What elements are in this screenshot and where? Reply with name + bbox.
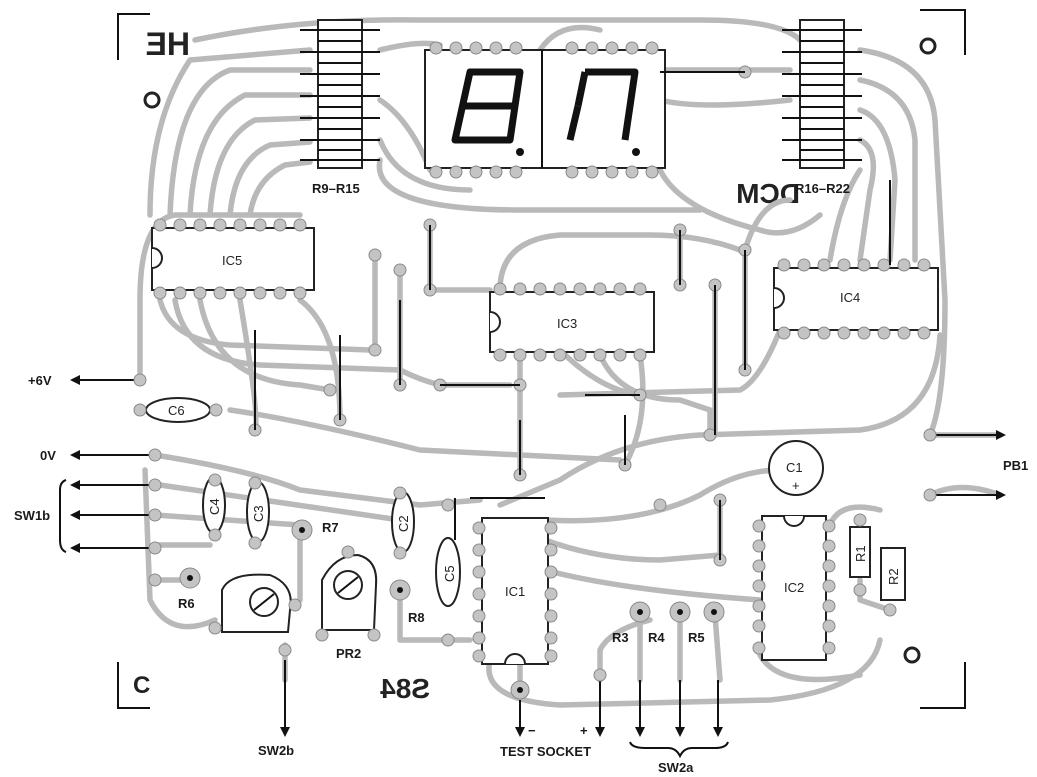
c3-label: C3 — [251, 505, 266, 522]
test-socket-label: TEST SOCKET — [500, 744, 591, 759]
ic3-label: IC3 — [557, 316, 577, 331]
ic2-label: IC2 — [784, 580, 804, 595]
board-mark-he: HE — [146, 26, 190, 62]
resistor-array-r9-r15: R9–R15 — [300, 19, 380, 196]
capacitor-c1: C1 + — [768, 440, 824, 496]
chip-ic1: IC1 — [472, 517, 558, 665]
resistor-pads — [179, 519, 725, 623]
board-mark-dcm: DCM — [736, 178, 800, 209]
pr2-label: PR2 — [336, 646, 361, 661]
seven-segment-display — [424, 41, 666, 179]
chip-ic4: IC4 — [773, 258, 939, 340]
r8-label: R8 — [408, 610, 425, 625]
connection-sw1b: SW1b — [14, 479, 155, 553]
sw2b-label: SW2b — [258, 743, 294, 758]
ic4-label: IC4 — [840, 290, 860, 305]
board-mark-c: C — [133, 672, 150, 699]
r2-label: R2 — [886, 568, 901, 585]
capacitor-c3: C3 — [246, 481, 270, 543]
chip-ic2: IC2 — [752, 515, 836, 661]
resistor-r1: R1 — [849, 526, 871, 578]
sw2a-label: SW2a — [658, 760, 694, 775]
preset-pr1 — [221, 573, 292, 633]
mounting-holes — [143, 37, 937, 664]
resistor-r2: R2 — [880, 547, 906, 601]
pb1-label: PB1 — [1003, 458, 1028, 473]
chip-ic3: IC3 — [489, 282, 655, 362]
c4-label: C4 — [207, 498, 222, 515]
corner-marks — [117, 9, 966, 709]
capacitor-c6: C6 — [133, 397, 223, 423]
copper-traces — [137, 17, 1003, 708]
board-code: S84 — [380, 673, 430, 704]
chip-ic5: IC5 — [151, 218, 315, 300]
test-socket-minus: − — [528, 723, 536, 738]
c6-label: C6 — [168, 403, 185, 418]
plus6v-label: +6V — [28, 373, 52, 388]
r16-r22-label: R16–R22 — [795, 181, 850, 196]
c2-label: C2 — [396, 515, 411, 532]
ic5-label: IC5 — [222, 253, 242, 268]
r5-label: R5 — [688, 630, 705, 645]
r6-label: R6 — [178, 596, 195, 611]
sw1b-label: SW1b — [14, 508, 50, 523]
resistor-array-r16-r22: R16–R22 — [782, 19, 862, 196]
ic1-label: IC1 — [505, 584, 525, 599]
capacitor-c4: C4 — [202, 476, 226, 534]
connection-plus6v: +6V — [28, 373, 140, 388]
connection-sw2b: SW2b — [258, 660, 294, 758]
c5-label: C5 — [442, 565, 457, 582]
test-socket-plus: + — [580, 723, 588, 738]
capacitor-c5: C5 — [435, 537, 461, 607]
connection-test-socket: − + TEST SOCKET — [500, 675, 605, 759]
connection-0v: 0V — [40, 448, 155, 463]
connection-pb1: PB1 — [930, 430, 1028, 500]
r7-label: R7 — [322, 520, 339, 535]
jumper-wires — [254, 71, 891, 560]
c1-label: C1 — [786, 460, 803, 475]
c1-polarity: + — [792, 478, 800, 493]
r3-label: R3 — [612, 630, 629, 645]
r9-r15-label: R9–R15 — [312, 181, 360, 196]
capacitor-c2: C2 — [391, 491, 415, 553]
preset-pr2: PR2 — [321, 553, 378, 661]
connection-sw2a: SW2a — [629, 680, 729, 775]
r4-label: R4 — [648, 630, 665, 645]
zerov-label: 0V — [40, 448, 56, 463]
r1-label: R1 — [853, 545, 868, 562]
